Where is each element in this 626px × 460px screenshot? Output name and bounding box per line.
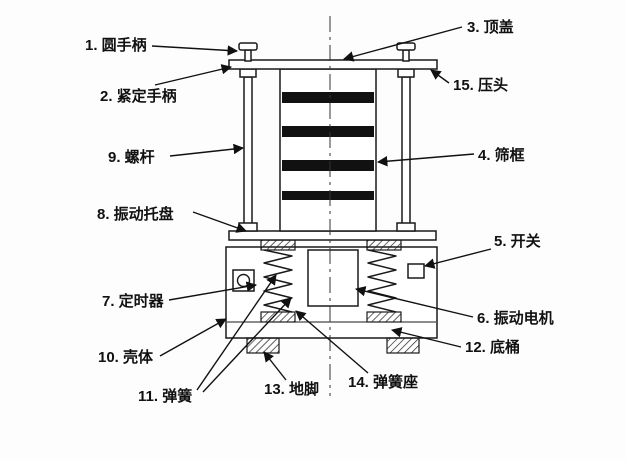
label-tightening-handle: 2. 紧定手柄 <box>100 87 177 105</box>
label-switch: 5. 开关 <box>494 232 541 250</box>
leader-tightening-handle <box>154 64 233 86</box>
leader-vibration-tray <box>192 211 247 233</box>
leader-round-handle <box>151 45 239 56</box>
label-top-cover: 3. 顶盖 <box>467 18 514 36</box>
right-rod-base <box>396 222 416 232</box>
label-foot: 13. 地脚 <box>264 380 319 398</box>
leader-foot <box>263 351 287 381</box>
right-screw-rod <box>401 76 411 228</box>
left-spring <box>263 249 293 313</box>
label-spring-seat: 14. 弹簧座 <box>348 373 418 391</box>
label-round-handle: 1. 圆手柄 <box>85 36 147 54</box>
switch-box <box>407 263 425 279</box>
left-bolt-stem <box>244 49 252 62</box>
sieve-frame-band-2 <box>282 126 374 137</box>
vibration-tray-plate <box>228 230 437 241</box>
press-head-right <box>397 68 415 78</box>
label-spring: 11. 弹簧 <box>138 387 192 405</box>
label-sieve-frame: 4. 筛框 <box>478 146 525 164</box>
leader-screw-rod <box>169 143 245 157</box>
label-vibration-tray: 8. 振动托盘 <box>97 205 174 223</box>
spring-seat-bottom-right <box>366 311 402 323</box>
label-housing: 10. 壳体 <box>98 348 154 366</box>
right-bolt-stem <box>402 49 410 62</box>
sieve-frame-band-1 <box>282 92 374 103</box>
sieve-frame-band-4 <box>282 191 374 200</box>
labels: 1. 圆手柄 2. 紧定手柄 3. 顶盖 15. 压头 9. 螺杆 4. 筛框 … <box>85 18 554 405</box>
spring-seat-bottom-left <box>260 311 296 323</box>
leader-spring-seat <box>295 310 369 374</box>
leader-spring-a <box>196 274 277 391</box>
label-bottom-barrel: 12. 底桶 <box>465 338 520 356</box>
left-round-handle <box>238 42 258 51</box>
leader-press-head <box>430 69 450 84</box>
label-press-head: 15. 压头 <box>453 77 508 94</box>
leader-vibration-motor <box>354 286 474 318</box>
label-screw-rod: 9. 螺杆 <box>108 148 155 166</box>
leader-timer <box>168 281 258 301</box>
label-timer: 7. 定时器 <box>102 292 165 310</box>
leader-bottom-barrel <box>390 327 462 348</box>
right-spring <box>367 249 397 313</box>
vibration-motor-body <box>307 249 359 307</box>
leader-lines <box>151 26 492 393</box>
leader-spring-b <box>202 297 292 393</box>
sieve-machine-drawing <box>225 16 438 396</box>
left-screw-rod <box>243 76 253 228</box>
spring-seat-top-right <box>366 239 402 251</box>
press-head-left <box>239 68 257 78</box>
leader-housing <box>159 318 227 357</box>
right-round-handle <box>396 42 416 51</box>
spring-seat-top-left <box>260 239 296 251</box>
leader-top-cover <box>342 26 463 62</box>
leader-sieve-frame <box>376 153 475 167</box>
label-vibration-motor: 6. 振动电机 <box>477 309 554 327</box>
leader-switch <box>423 248 492 269</box>
sieve-frame-band-3 <box>282 160 374 171</box>
foot-right <box>386 337 420 354</box>
